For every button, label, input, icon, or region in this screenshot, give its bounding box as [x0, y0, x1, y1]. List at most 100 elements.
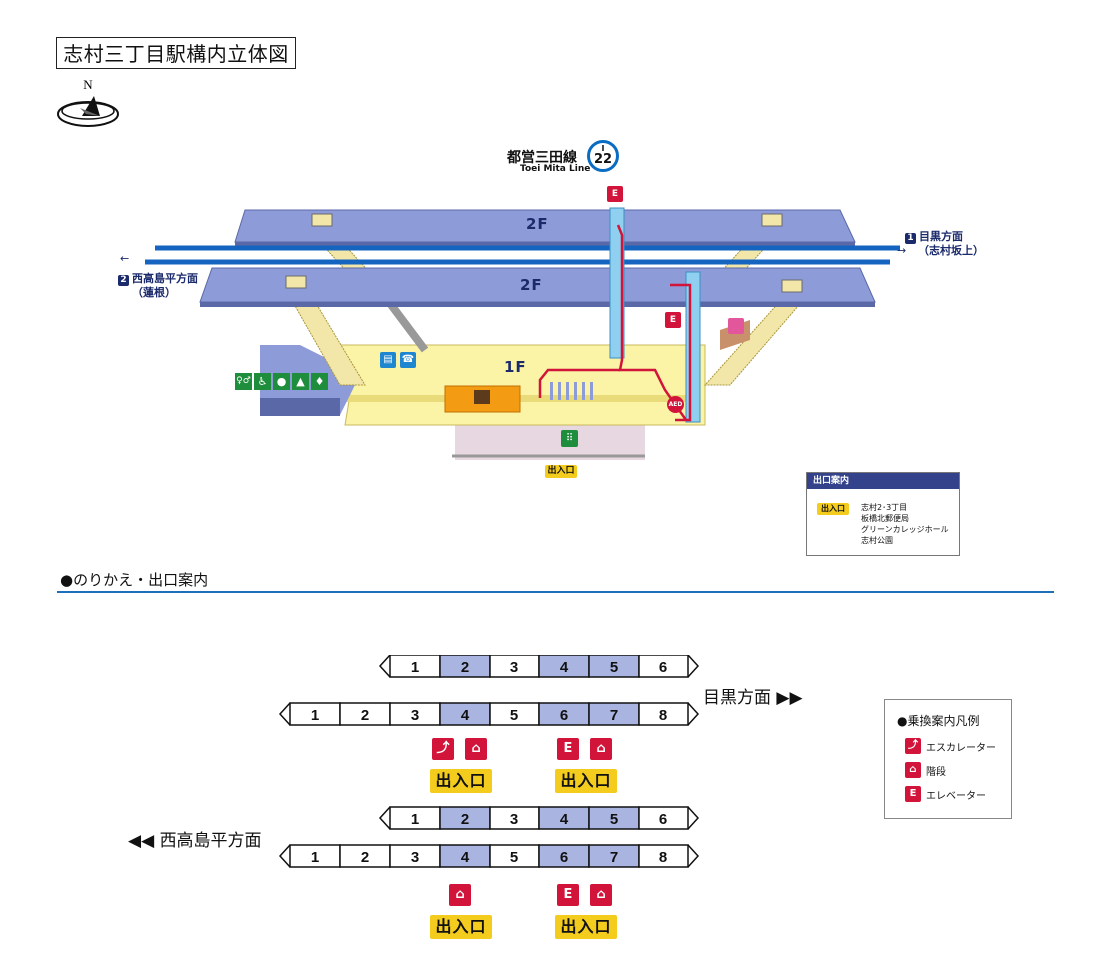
- car-number: 4: [560, 811, 569, 828]
- train-6car-top: [378, 655, 700, 678]
- floor-label-2f-upper: 2F: [526, 215, 549, 233]
- exit-guide-header: 出口案内: [807, 473, 959, 489]
- car-number: 6: [560, 707, 568, 724]
- exit-destination: 志村2･3丁目: [861, 503, 908, 512]
- exit-destination: グリーンカレッジホール: [861, 525, 949, 534]
- elevator-icon: E: [557, 738, 579, 760]
- car-number: 1: [311, 849, 319, 866]
- restroom-icon: ♀♂: [235, 373, 252, 390]
- stairs-icon: ⌂: [905, 762, 921, 778]
- exit-tag: 出入口: [555, 915, 617, 939]
- train-8car-bottom: [278, 844, 700, 868]
- direction-west-name: 西高島平方面: [132, 272, 198, 285]
- car-number: 2: [361, 707, 369, 724]
- car-number: 2: [461, 659, 469, 676]
- escalator-icon: ⤴: [905, 738, 921, 754]
- car-number: 7: [610, 707, 618, 724]
- car-number: 7: [610, 849, 618, 866]
- stairs-right-lower: [703, 289, 814, 386]
- elevator-icon: E: [665, 312, 681, 328]
- train-6car-bottom: [378, 806, 700, 830]
- direction-west-sub: （蓮根）: [132, 286, 176, 299]
- car-number: 8: [659, 849, 667, 866]
- info-icon: [728, 318, 744, 334]
- section-divider: [57, 591, 1054, 593]
- car-number: 6: [659, 811, 667, 828]
- legend-row: ⌂ 階段: [905, 762, 946, 778]
- station-number-badge: I 22: [587, 140, 619, 172]
- stairs-icon: ⌂: [449, 884, 471, 906]
- facility-icons: ♀♂ ♿ ● ▲ ♦: [235, 373, 328, 390]
- direction-east-arrow: →: [897, 244, 907, 257]
- direction-east-name: 目黒方面: [919, 230, 963, 243]
- car-number: 6: [659, 659, 667, 676]
- escalator-icon: ⤴: [432, 738, 454, 760]
- compass-icon: N: [57, 78, 119, 127]
- arrow-left-icon: ◀◀: [128, 831, 155, 851]
- baby-changing-icon: ●: [273, 373, 290, 390]
- meguro-direction: 目黒方面 ▶▶: [703, 683, 803, 708]
- baby-seat-icon: ▲: [292, 373, 309, 390]
- stairs-icon: ⌂: [590, 738, 612, 760]
- page-title: 志村三丁目駅構内立体図: [56, 37, 296, 69]
- car-number: 2: [461, 811, 469, 828]
- legend-row: E エレベーター: [905, 786, 986, 802]
- stairs-left-lower: [285, 289, 366, 386]
- car-number: 5: [510, 849, 518, 866]
- exit-tag: 出入口: [430, 769, 492, 793]
- station-3d-diagram: [145, 207, 900, 460]
- car-number: 4: [560, 659, 569, 676]
- train-8car-top: [278, 702, 700, 726]
- direction-east-num: 1: [905, 233, 916, 244]
- car-number: 1: [411, 659, 419, 676]
- car-number: 4: [461, 707, 470, 724]
- station-number: 22: [593, 152, 613, 167]
- exit-destination: 板橋北郵便局: [861, 514, 909, 523]
- car-number: 4: [461, 849, 470, 866]
- elevator-shaft-2: [685, 271, 701, 423]
- car-number: 8: [659, 707, 667, 724]
- meguro-direction-label: 目黒方面: [703, 688, 771, 708]
- car-number: 3: [411, 849, 419, 866]
- arrow-right-icon: ▶▶: [776, 688, 803, 708]
- car-number: 3: [510, 659, 518, 676]
- telephone-icon: ☎: [400, 352, 416, 368]
- car-number: 5: [510, 707, 518, 724]
- elevator-icon: E: [557, 884, 579, 906]
- direction-east-sub: （志村坂上）: [918, 244, 984, 257]
- transfer-legend-title: ●乗換案内凡例: [897, 714, 980, 728]
- elevator-icon: E: [905, 786, 921, 802]
- car-number: 3: [411, 707, 419, 724]
- stairs-icon: ⌂: [465, 738, 487, 760]
- stairs-icon: ⌂: [590, 884, 612, 906]
- exit-guide-legend: 出口案内 出入口 志村2･3丁目 板橋北郵便局 グリーンカレッジホール 志村公園: [806, 472, 960, 556]
- coin-locker-icon: ▤: [380, 352, 396, 368]
- legend-label: エレベーター: [926, 790, 986, 802]
- direction-west-arrow: ←: [120, 252, 130, 265]
- exit-number-icon: ⠿: [561, 430, 578, 447]
- exit-guide-tag: 出入口: [817, 503, 849, 515]
- section-heading: ●のりかえ・出口案内: [60, 571, 209, 589]
- aed-icon: AED: [667, 396, 684, 413]
- exit-tag: 出入口: [430, 915, 492, 939]
- elevator-icon: E: [607, 186, 623, 202]
- line-name-en: Toei Mita Line: [520, 164, 591, 174]
- line-name: 都営三田線: [507, 150, 577, 166]
- car-number: 5: [610, 811, 618, 828]
- nishitakashima-direction: ◀◀ 西高島平方面: [128, 826, 262, 851]
- car-number: 1: [411, 811, 419, 828]
- car-number: 6: [560, 849, 568, 866]
- car-number: 1: [311, 707, 319, 724]
- floor-label-1f: 1F: [504, 358, 527, 376]
- exit-tag: 出入口: [555, 769, 617, 793]
- transfer-legend: ●乗換案内凡例 ⤴エスカレーター ⌂ 階段 E エレベーター: [884, 699, 1012, 819]
- nishitakashima-direction-label: 西高島平方面: [159, 831, 262, 851]
- exit-guide-destinations: 志村2･3丁目 板橋北郵便局 グリーンカレッジホール 志村公園: [861, 502, 949, 546]
- ostomate-icon: ♦: [311, 373, 328, 390]
- floor-label-2f-lower: 2F: [520, 276, 543, 294]
- diagram-exit-tag: 出入口: [545, 465, 577, 478]
- legend-row: ⤴エスカレーター: [905, 738, 996, 754]
- legend-label: 階段: [926, 766, 946, 778]
